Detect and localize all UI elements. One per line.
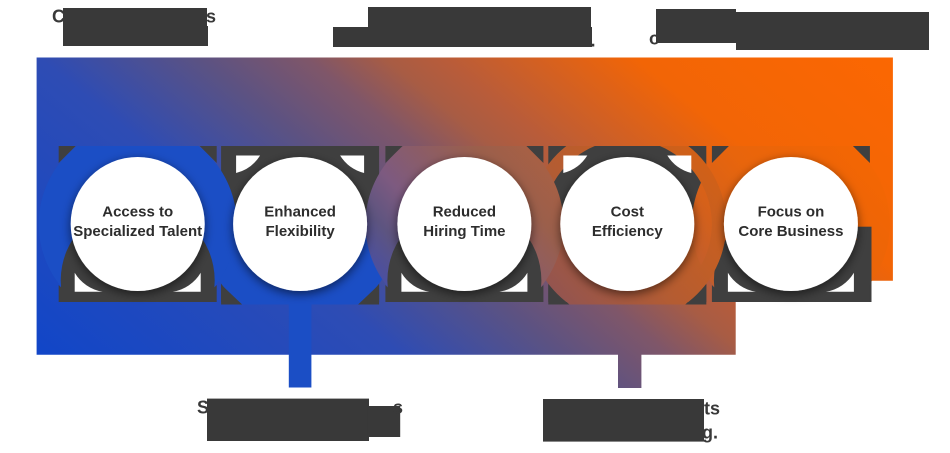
- svg-text:.: .: [591, 31, 596, 51]
- svg-text:S: S: [197, 398, 209, 418]
- svg-text:g.: g.: [702, 423, 718, 443]
- svg-text:Flexibility: Flexibility: [266, 223, 336, 240]
- svg-text:ts: ts: [704, 399, 720, 419]
- svg-text:o: o: [649, 29, 660, 49]
- svg-text:C: C: [52, 7, 65, 27]
- svg-text:Focus on: Focus on: [758, 204, 825, 221]
- svg-text:Core Business: Core Business: [738, 223, 843, 240]
- svg-text:s: s: [393, 398, 403, 418]
- svg-text:Enhanced: Enhanced: [264, 204, 336, 221]
- svg-text:s: s: [206, 7, 216, 27]
- svg-text:Efficiency: Efficiency: [592, 223, 664, 240]
- svg-text:Access to: Access to: [102, 204, 173, 221]
- svg-text:Reduced: Reduced: [433, 204, 496, 221]
- svg-text:Hiring Time: Hiring Time: [423, 223, 505, 240]
- svg-text:Cost: Cost: [611, 204, 644, 221]
- svg-text:Specialized Talent: Specialized Talent: [73, 223, 202, 240]
